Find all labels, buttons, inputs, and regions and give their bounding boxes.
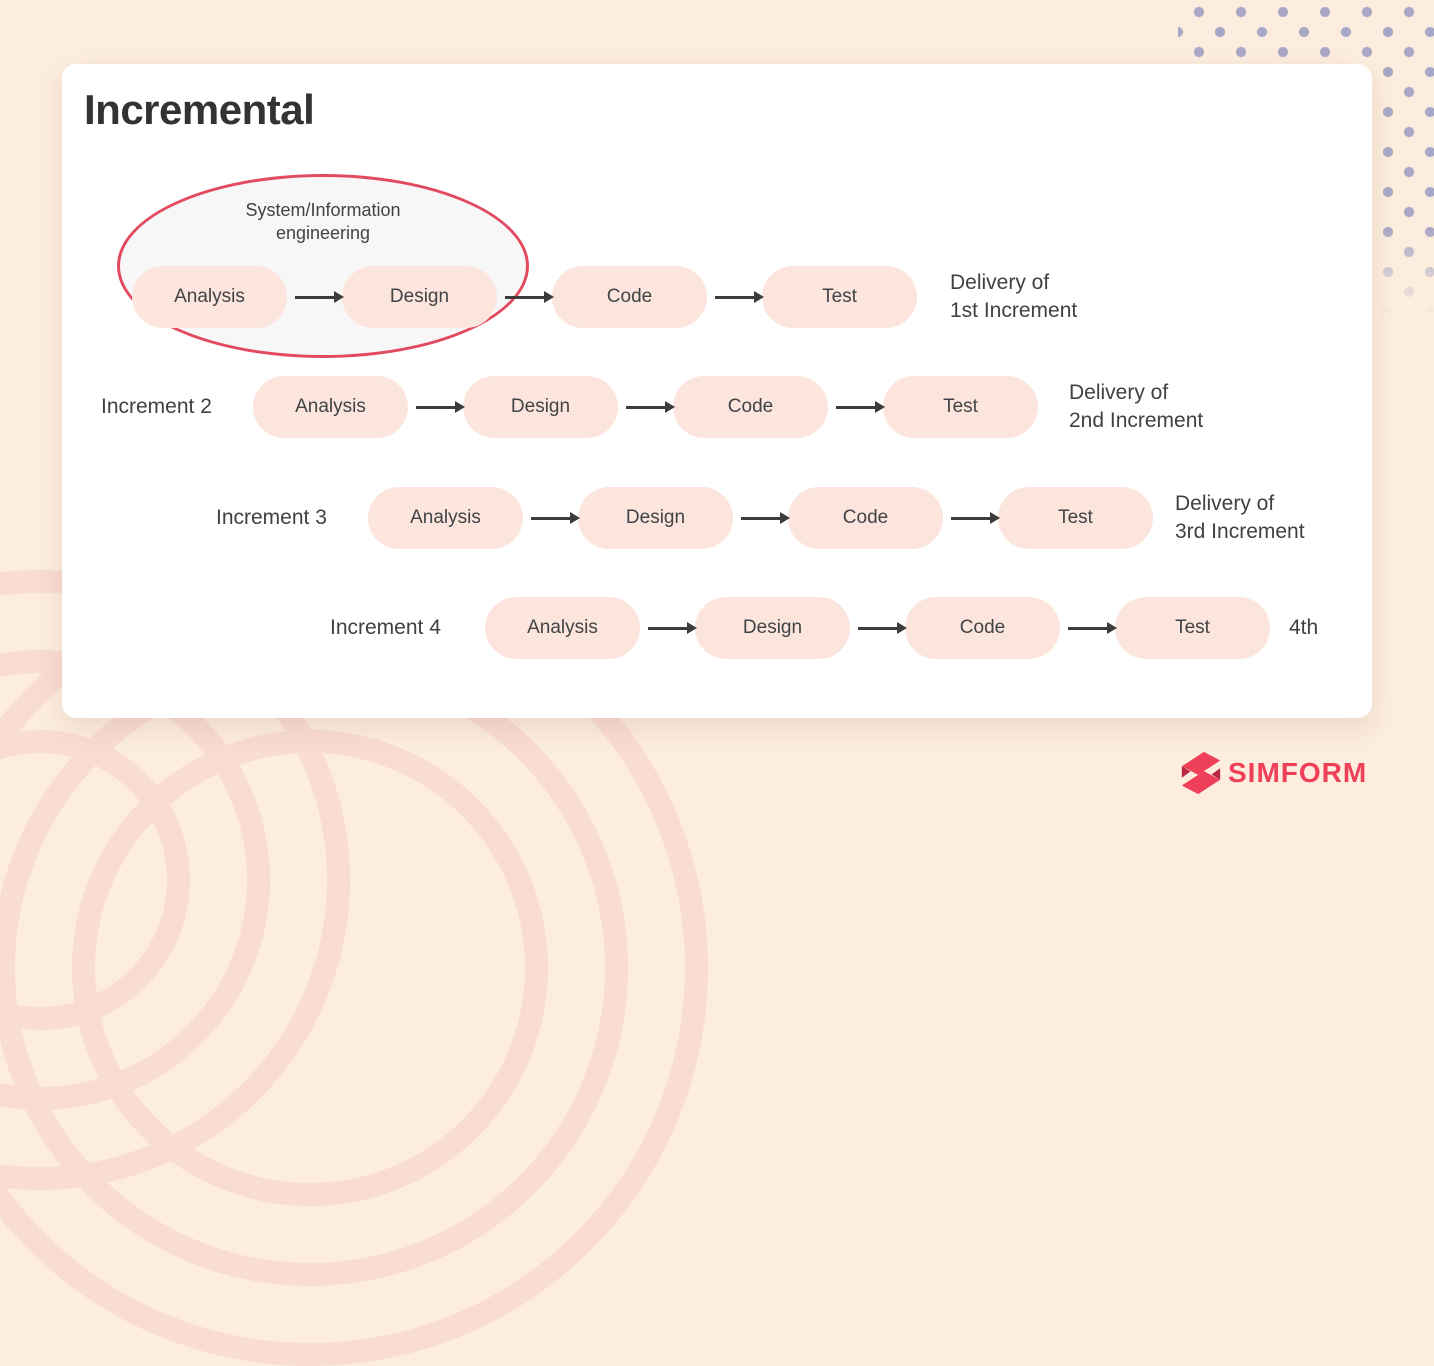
- stage-pill-code: Code: [788, 487, 943, 549]
- page-title: Incremental: [84, 86, 315, 133]
- stage-pill-design: Design: [578, 487, 733, 549]
- arrow-right-icon: [733, 512, 790, 524]
- arrow-right-icon: [828, 401, 885, 413]
- increment-row-4: Increment 4 Analysis Design Code Test 4t…: [330, 597, 1318, 659]
- delivery-label-4: 4th: [1289, 616, 1319, 639]
- stage-pill-analysis: Analysis: [368, 487, 523, 549]
- stage-pill-analysis: Analysis: [253, 376, 408, 438]
- arrow-right-icon: [707, 291, 764, 303]
- arrow-right-icon: [640, 622, 697, 634]
- stage-pill-design: Design: [342, 266, 497, 328]
- arrow-right-icon: [1060, 622, 1117, 634]
- stage-pill-test: Test: [1115, 597, 1270, 659]
- arrow-right-icon: [287, 291, 344, 303]
- arrow-right-icon: [850, 622, 907, 634]
- stage-pill-analysis: Analysis: [485, 597, 640, 659]
- arrow-right-icon: [523, 512, 580, 524]
- increment-row-label: Increment 4: [330, 616, 441, 639]
- arrow-right-icon: [618, 401, 675, 413]
- stage-pill-code: Code: [905, 597, 1060, 659]
- increment-row-2: Increment 2 Analysis Design Code Test De…: [101, 376, 1203, 438]
- slide-card: Incremental System/Information engineeri…: [62, 64, 1372, 718]
- stage-pill-design: Design: [695, 597, 850, 659]
- delivery-label-3: Delivery of 3rd Increment: [1175, 492, 1305, 543]
- stage-pill-code: Code: [673, 376, 828, 438]
- simform-s-icon: [1181, 751, 1221, 795]
- increment-row-3: Increment 3 Analysis Design Code Test De…: [216, 487, 1305, 549]
- system-engineering-label: System/Information engineering: [245, 200, 401, 243]
- arrow-right-icon: [497, 291, 554, 303]
- simform-logo-text: SIMFORM: [1228, 757, 1368, 788]
- increment-row-label: Increment 2: [101, 395, 212, 418]
- stage-pill-design: Design: [463, 376, 618, 438]
- stage-pill-test: Test: [883, 376, 1038, 438]
- stage-pill-test: Test: [998, 487, 1153, 549]
- arrow-right-icon: [943, 512, 1000, 524]
- simform-logo: SIMFORM: [1178, 748, 1367, 798]
- increment-row-label: Increment 3: [216, 506, 327, 529]
- stage-pill-code: Code: [552, 266, 707, 328]
- stage-pill-test: Test: [762, 266, 917, 328]
- stage-pill-analysis: Analysis: [132, 266, 287, 328]
- increment-row-1: Analysis Design Code Test Delivery of 1s…: [132, 266, 1077, 328]
- delivery-label-2: Delivery of 2nd Increment: [1069, 381, 1204, 432]
- arrow-right-icon: [408, 401, 465, 413]
- delivery-label-1: Delivery of 1st Increment: [950, 271, 1078, 322]
